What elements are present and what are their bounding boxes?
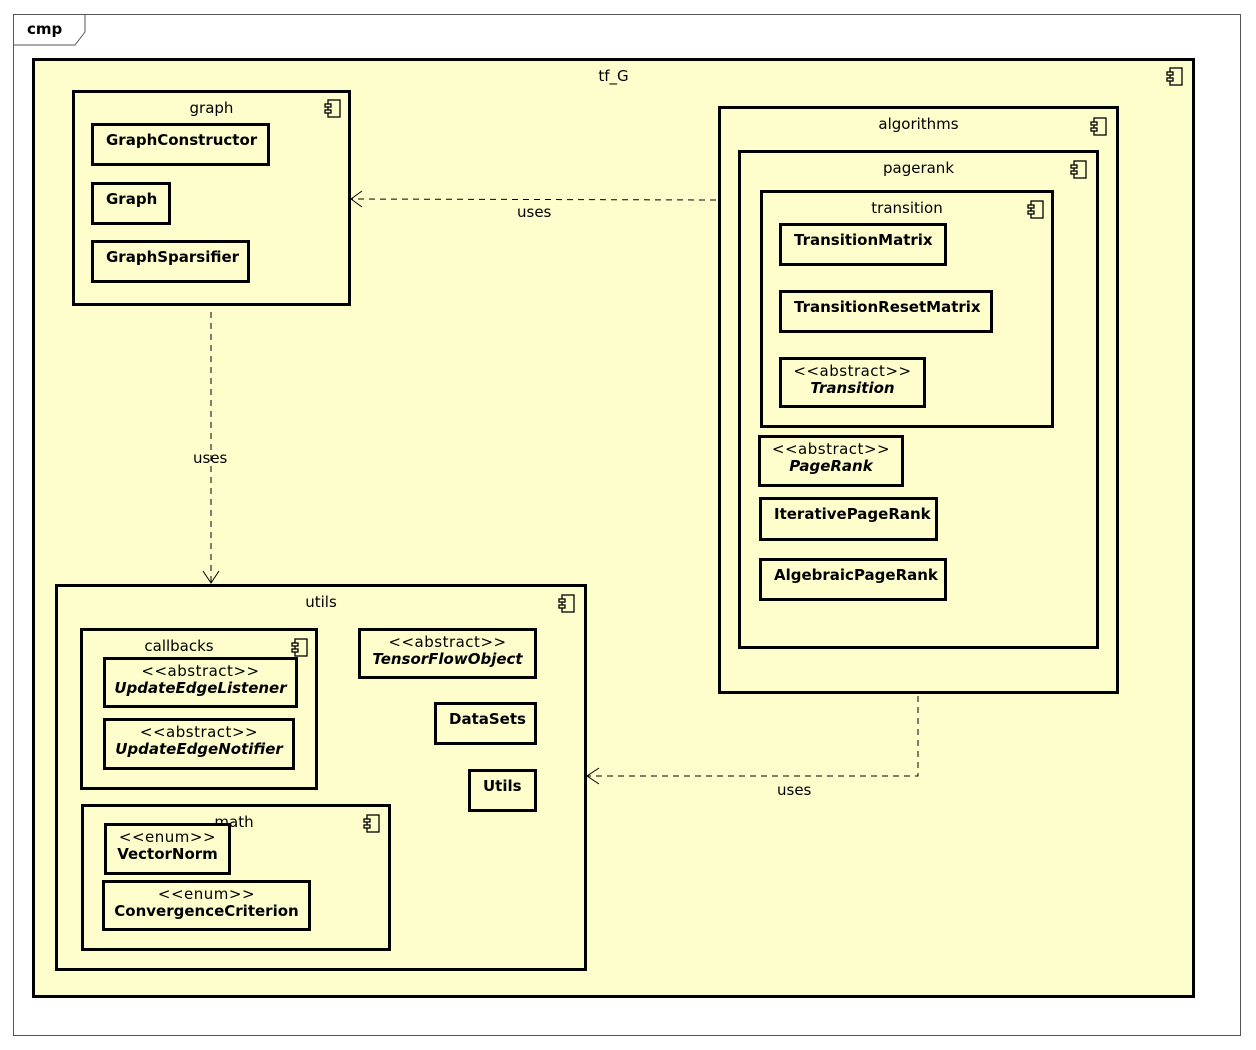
class-stereotype: <<enum>>	[157, 885, 256, 903]
class-name: GraphConstructor	[106, 131, 258, 149]
class-name: GraphSparsifier	[106, 248, 240, 266]
component-icon	[1070, 160, 1087, 179]
edge-algorithms-graph	[351, 198, 717, 201]
class-tensorflowobject[interactable]: <<abstract>> TensorFlowObject	[358, 628, 537, 679]
arrowhead-graph	[350, 190, 363, 208]
class-transitionmatrix[interactable]: TransitionMatrix	[779, 223, 947, 266]
class-name: DataSets	[449, 710, 526, 728]
component-title: graph	[189, 99, 234, 117]
edge-label-algorithms-graph: uses	[517, 203, 552, 221]
component-title: tf_G	[598, 67, 629, 85]
class-datasets[interactable]: DataSets	[434, 702, 537, 745]
class-transitionresetmatrix[interactable]: TransitionResetMatrix	[779, 290, 993, 333]
component-icon	[291, 638, 308, 657]
class-stereotype: <<abstract>>	[771, 440, 891, 458]
class-name: AlgebraicPageRank	[774, 566, 938, 584]
class-graphsparsifier[interactable]: GraphSparsifier	[91, 240, 250, 283]
class-pagerank[interactable]: <<abstract>> PageRank	[758, 435, 904, 487]
class-name: TransitionResetMatrix	[794, 298, 981, 316]
class-vectornorm[interactable]: <<enum>> VectorNorm	[104, 823, 231, 875]
class-iterativepagerank[interactable]: IterativePageRank	[759, 497, 938, 541]
component-title: callbacks	[144, 637, 214, 655]
class-graph[interactable]: Graph	[91, 182, 171, 225]
component-title: algorithms	[878, 115, 959, 133]
class-name: Transition	[810, 379, 895, 397]
class-name: PageRank	[789, 457, 873, 475]
class-stereotype: <<abstract>>	[139, 723, 259, 741]
class-updateedgelistener[interactable]: <<abstract>> UpdateEdgeListener	[103, 657, 298, 708]
component-icon	[363, 814, 380, 833]
class-name: ConvergenceCriterion	[114, 902, 299, 920]
class-stereotype: <<enum>>	[118, 828, 217, 846]
edge-algorithms-utils	[588, 696, 919, 777]
frame-label: cmp	[27, 20, 63, 38]
component-icon	[324, 99, 341, 118]
class-stereotype: <<abstract>>	[141, 662, 260, 680]
component-icon	[1090, 117, 1107, 136]
frame-tab	[13, 14, 87, 46]
arrowhead-utils-right	[586, 767, 600, 785]
class-name: IterativePageRank	[774, 505, 931, 523]
class-updateedgenotifier[interactable]: <<abstract>> UpdateEdgeNotifier	[103, 718, 295, 770]
diagram-frame	[13, 14, 1241, 1036]
edge-label-algorithms-utils: uses	[777, 781, 812, 799]
class-name: UpdateEdgeListener	[114, 679, 287, 697]
class-stereotype: <<abstract>>	[388, 633, 507, 651]
component-title: transition	[871, 199, 943, 217]
class-name: TensorFlowObject	[372, 650, 523, 668]
class-name: Utils	[483, 777, 522, 795]
component-icon	[1166, 67, 1183, 86]
class-convergencecriterion[interactable]: <<enum>> ConvergenceCriterion	[102, 880, 311, 931]
class-name: VectorNorm	[117, 845, 218, 863]
class-algebraicpagerank[interactable]: AlgebraicPageRank	[759, 558, 947, 601]
component-icon	[558, 594, 575, 613]
class-name: TransitionMatrix	[794, 231, 933, 249]
class-graphconstructor[interactable]: GraphConstructor	[91, 123, 270, 166]
class-utils[interactable]: Utils	[468, 769, 537, 812]
class-name: UpdateEdgeNotifier	[115, 740, 283, 758]
component-title: utils	[305, 593, 337, 611]
edge-label-graph-utils: uses	[193, 449, 228, 467]
component-icon	[1027, 200, 1044, 219]
component-title: pagerank	[882, 159, 954, 177]
class-transition[interactable]: <<abstract>> Transition	[779, 357, 926, 408]
arrowhead-utils	[202, 570, 220, 584]
class-name: Graph	[106, 190, 158, 208]
class-stereotype: <<abstract>>	[793, 362, 912, 380]
